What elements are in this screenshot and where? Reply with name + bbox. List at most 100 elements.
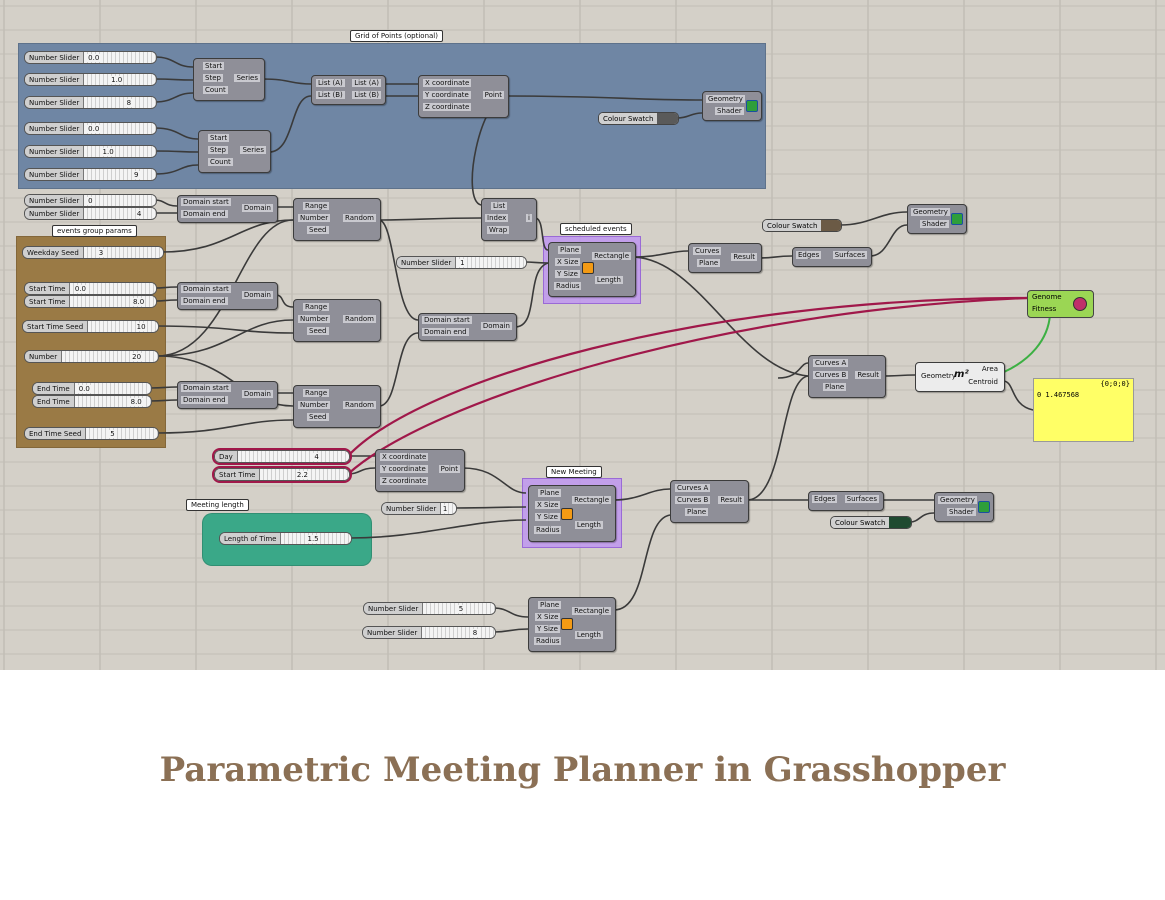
- rectangle-input-ysize[interactable]: Y Size: [535, 513, 560, 521]
- slider-track[interactable]: 0.0: [70, 283, 156, 294]
- domain-input-end[interactable]: Domain end: [181, 396, 228, 404]
- area-component[interactable]: Geometry m² Area Centroid: [915, 362, 1005, 392]
- rectangle-input-xsize[interactable]: X Size: [535, 613, 561, 621]
- domain-input-end[interactable]: Domain end: [422, 328, 469, 336]
- random-input-seed[interactable]: Seed: [307, 226, 329, 234]
- cross-reference-component[interactable]: List (A) List (B) List (A) List (B): [311, 75, 386, 105]
- cross-output-b[interactable]: List (B): [352, 91, 381, 99]
- domain-input-start[interactable]: Domain start: [422, 316, 472, 324]
- colour-swatch[interactable]: Colour Swatch: [762, 219, 842, 232]
- list-item-input-list[interactable]: List: [491, 202, 508, 210]
- slider-track[interactable]: 0.0: [84, 52, 156, 63]
- edge-surface-output[interactable]: Surfaces: [832, 251, 867, 259]
- slider-track[interactable]: 4: [84, 208, 156, 219]
- rectangle-input-ysize[interactable]: Y Size: [535, 625, 560, 633]
- domain-output[interactable]: Domain: [241, 390, 273, 398]
- genome-component[interactable]: Genome Fitness: [1027, 290, 1094, 318]
- point-output[interactable]: Point: [438, 465, 460, 473]
- point-input-z[interactable]: Z coordinate: [423, 103, 472, 111]
- slider-track[interactable]: 2.2: [260, 469, 349, 480]
- slider-value[interactable]: 20: [131, 352, 143, 361]
- list-item-component[interactable]: List Index Wrap i: [481, 198, 537, 241]
- slider-value[interactable]: 8: [471, 628, 479, 637]
- preview-input-shader[interactable]: Shader: [920, 220, 949, 228]
- edge-surface-output[interactable]: Surfaces: [844, 495, 879, 503]
- slider-track[interactable]: 1.0: [84, 146, 156, 157]
- cross-output-a[interactable]: List (A): [352, 79, 381, 87]
- slider-value[interactable]: 0.0: [87, 124, 101, 133]
- list-item-input-wrap[interactable]: Wrap: [487, 226, 510, 234]
- point-input-y[interactable]: Y coordinate: [423, 91, 471, 99]
- slider-value[interactable]: 1.5: [306, 534, 320, 543]
- preview-input-geometry[interactable]: Geometry: [911, 208, 950, 216]
- rectangle-output-length[interactable]: Length: [594, 276, 623, 284]
- boundary-input-plane[interactable]: Plane: [697, 259, 721, 267]
- cross-input-a[interactable]: List (A): [316, 79, 345, 87]
- intersect-input-plane[interactable]: Plane: [685, 508, 709, 516]
- slider-track[interactable]: 8.0: [74, 396, 151, 407]
- slider-value[interactable]: 2.2: [295, 470, 310, 479]
- rectangle-input-plane[interactable]: Plane: [558, 246, 582, 254]
- rectangle-output-length[interactable]: Length: [574, 631, 603, 639]
- colour-swatch[interactable]: Colour Swatch: [598, 112, 679, 125]
- rectangle-input-radius[interactable]: Radius: [554, 282, 582, 290]
- preview-input-shader[interactable]: Shader: [947, 508, 976, 516]
- slider-value[interactable]: 0.0: [87, 53, 101, 62]
- list-item-input-index[interactable]: Index: [485, 214, 509, 222]
- slider-value[interactable]: 10: [135, 322, 147, 331]
- series-component[interactable]: Start Step Count Series: [193, 58, 265, 101]
- boundary-output[interactable]: Result: [731, 253, 757, 261]
- point-input-y[interactable]: Y coordinate: [380, 465, 428, 473]
- series-input-step[interactable]: Step: [203, 74, 223, 82]
- slider-value[interactable]: 0.0: [77, 384, 91, 393]
- slider-value[interactable]: 8.0: [129, 397, 143, 406]
- preview-input-geometry[interactable]: Geometry: [938, 496, 977, 504]
- point-input-x[interactable]: X coordinate: [423, 79, 472, 87]
- point-input-x[interactable]: X coordinate: [380, 453, 429, 461]
- random-input-range[interactable]: Range: [303, 389, 330, 397]
- boundary-surfaces-component[interactable]: Curves Plane Result: [688, 243, 762, 273]
- random-output[interactable]: Random: [343, 401, 376, 409]
- intersect-output[interactable]: Result: [855, 371, 881, 379]
- rectangle-output[interactable]: Rectangle: [592, 252, 631, 260]
- slider-track[interactable]: 4: [237, 451, 349, 462]
- slider-value[interactable]: 5: [457, 604, 465, 613]
- rectangle-output-length[interactable]: Length: [574, 521, 603, 529]
- random-output[interactable]: Random: [343, 315, 376, 323]
- colour-swatch-colour[interactable]: [821, 220, 841, 231]
- random-component[interactable]: Range Number Seed Random: [293, 385, 381, 428]
- intersect-output[interactable]: Result: [718, 496, 744, 504]
- slider-track[interactable]: 10: [88, 321, 158, 332]
- random-output[interactable]: Random: [343, 214, 376, 222]
- custom-preview-component[interactable]: Geometry Shader: [934, 492, 994, 522]
- construct-point-component[interactable]: X coordinate Y coordinate Z coordinate P…: [375, 449, 465, 492]
- slider-track[interactable]: 1: [456, 257, 526, 268]
- slider-value[interactable]: 1: [459, 258, 466, 267]
- intersect-input-a[interactable]: Curves A: [675, 484, 711, 492]
- slider-value[interactable]: 0: [87, 196, 94, 205]
- series-input-count[interactable]: Count: [203, 86, 228, 94]
- rectangle-component[interactable]: Plane X Size Y Size Radius Rectangle Len…: [528, 597, 616, 652]
- domain-output[interactable]: Domain: [241, 204, 273, 212]
- slider-value[interactable]: 1.0: [110, 75, 124, 84]
- colour-swatch-colour[interactable]: [889, 517, 911, 528]
- grasshopper-canvas[interactable]: Grid of Points (optional) events group p…: [0, 0, 1165, 670]
- slider-track[interactable]: 0.0: [84, 123, 156, 134]
- random-component[interactable]: Range Number Seed Random: [293, 299, 381, 342]
- slider-track[interactable]: 8: [422, 627, 495, 638]
- series-output[interactable]: Series: [240, 146, 266, 154]
